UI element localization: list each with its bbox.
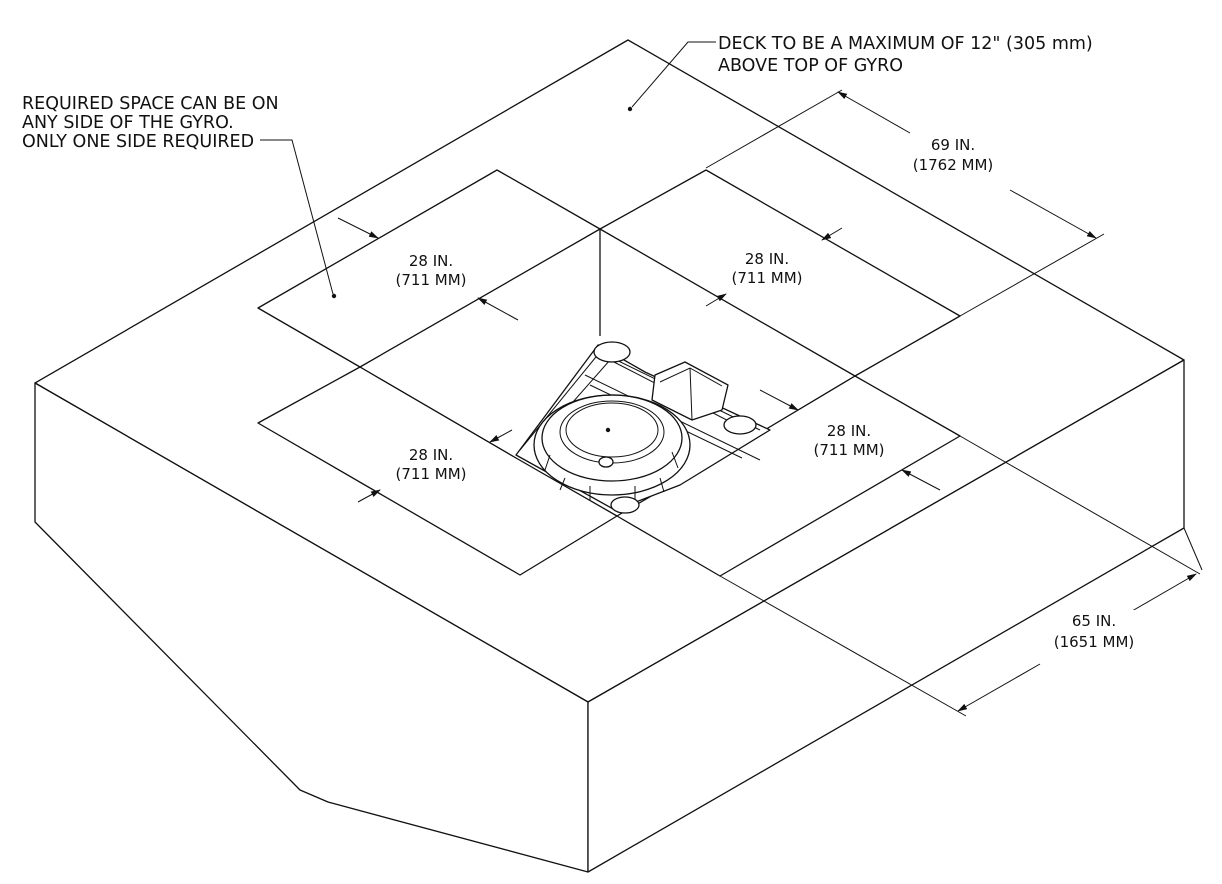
dim-width-metric: (1651 MM) bbox=[1054, 633, 1135, 651]
deck-note-line-1: DECK TO BE A MAXIMUM OF 12" (305 mm) bbox=[718, 34, 1093, 54]
dim-clearance-back-right-imperial: 28 IN. bbox=[745, 250, 789, 268]
gyro-housing bbox=[533, 394, 691, 500]
dim-69-extension-a bbox=[705, 89, 843, 169]
dimension-labels: 69 IN. (1762 MM) 65 IN. (1651 MM) 28 IN.… bbox=[396, 136, 1135, 651]
dim-clearance-front-right-imperial: 28 IN. bbox=[827, 422, 871, 440]
dim-69-arrow-a bbox=[837, 91, 911, 134]
dim-length-imperial: 69 IN. bbox=[931, 136, 975, 154]
gyro-control-box bbox=[651, 361, 729, 421]
notes: DECK TO BE A MAXIMUM OF 12" (305 mm) ABO… bbox=[22, 34, 1093, 152]
space-note-leader bbox=[260, 139, 334, 295]
dim-clearance-front-left-imperial: 28 IN. bbox=[409, 446, 453, 464]
deck-note-line-2: ABOVE TOP OF GYRO bbox=[718, 56, 903, 76]
space-note-line-1: REQUIRED SPACE CAN BE ON bbox=[22, 94, 279, 114]
space-note-line-2: ANY SIDE OF THE GYRO. bbox=[22, 113, 234, 133]
dim-clearance-back-left-metric: (711 MM) bbox=[396, 271, 467, 289]
dim-length-metric: (1762 MM) bbox=[913, 156, 994, 174]
dim-69-arrow-b bbox=[1009, 189, 1097, 239]
dim-65-arrow-b bbox=[957, 663, 1041, 712]
deck-note-leader bbox=[631, 41, 716, 108]
dim-clearance-back-left-imperial: 28 IN. bbox=[409, 252, 453, 270]
clearance-zones bbox=[257, 169, 961, 577]
dim-clearance-back-right-metric: (711 MM) bbox=[732, 269, 803, 287]
dim-width-imperial: 65 IN. bbox=[1072, 612, 1116, 630]
dimension-lines bbox=[337, 89, 1203, 717]
note-leaders bbox=[260, 41, 716, 299]
dim-65-extension-b bbox=[719, 575, 967, 717]
dim-65-extension-a bbox=[1183, 527, 1203, 571]
dim-clearance-front-left-metric: (711 MM) bbox=[396, 465, 467, 483]
dim-clearance-front-right-metric: (711 MM) bbox=[814, 441, 885, 459]
dim-69-extension-b bbox=[959, 233, 1105, 317]
space-note-line-3: ONLY ONE SIDE REQUIRED bbox=[22, 132, 254, 152]
gyro-unit bbox=[515, 341, 771, 514]
